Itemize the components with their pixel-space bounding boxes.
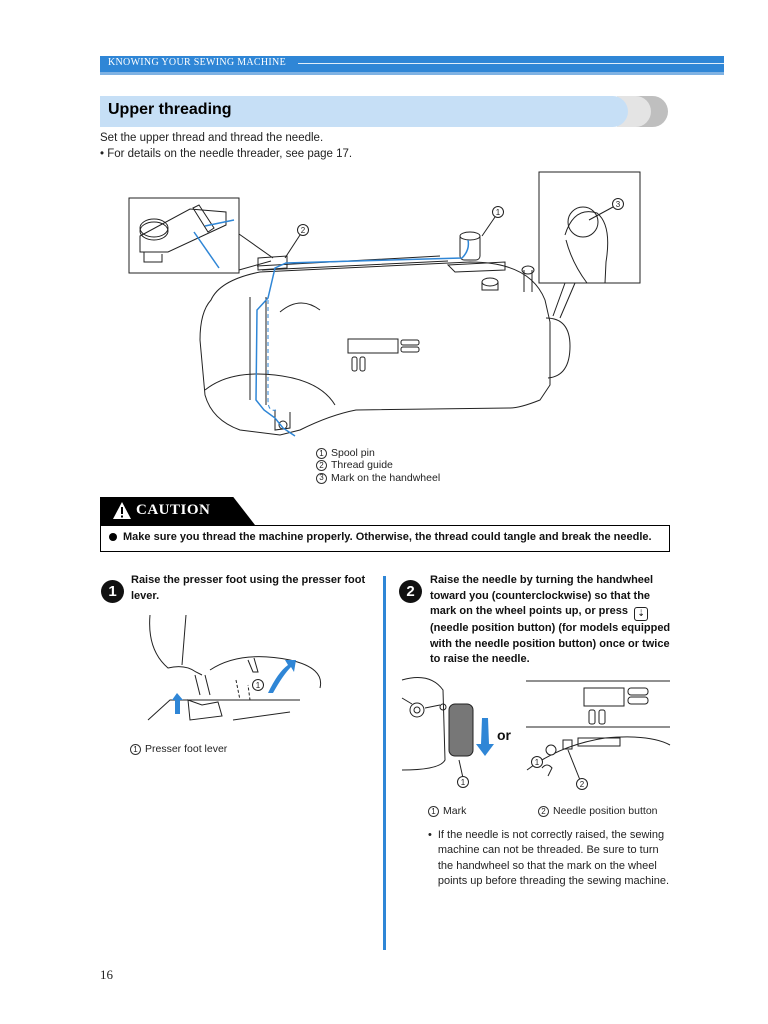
legend-label: Spool pin (331, 447, 375, 459)
column-divider (383, 576, 386, 950)
intro-text: Set the upper thread and thread the need… (100, 130, 352, 162)
note-text: If the needle is not correctly raised, t… (437, 829, 670, 887)
needle-position-figure (526, 680, 671, 790)
step-2-line-5: with the needle position button) once or… (430, 637, 670, 650)
svg-text:3: 3 (616, 200, 621, 209)
thread-guide-inset-spool (139, 221, 169, 241)
mark-legend: 1 Mark (428, 805, 466, 817)
section-title: Upper threading (108, 101, 232, 118)
svg-text:1: 1 (256, 681, 261, 690)
step-2-line-2: toward you (counterclockwise) so that th… (430, 589, 651, 602)
callout-number: 1 (316, 448, 327, 459)
step-2-line-3: mark on the wheel points up, or press ⇣ (430, 604, 670, 621)
thread-path-hidden (267, 300, 277, 411)
legend-label: Thread guide (331, 459, 393, 472)
thread-guide (257, 255, 288, 271)
thread-guide-inset-plate (139, 208, 227, 253)
step-1-line-1: Raise the presser foot using the presser… (131, 574, 366, 586)
callout-number: 2 (316, 460, 327, 472)
intro-line-2: • For details on the needle threader, se… (100, 148, 353, 160)
legend-item-thread-guide: 2 Thread guide (316, 459, 440, 472)
svg-text:2: 2 (580, 780, 585, 789)
step-2-line-6: to raise the needle. (430, 653, 530, 666)
callout-number: 3 (316, 472, 327, 484)
step-2-line-1: Raise the needle by turning the handwhee… (430, 574, 654, 586)
legend-item-spool-pin: 1 Spool pin (316, 447, 440, 459)
header-underline (100, 72, 724, 75)
caution-title: CAUTION (136, 502, 211, 518)
step-2-text: Raise the needle by turning the handwhee… (430, 573, 670, 668)
or-label: or (497, 727, 511, 743)
presser-foot-figure (147, 614, 322, 721)
svg-text:2: 2 (301, 226, 306, 235)
chapter-title: KNOWING YOUR SEWING MACHINE (108, 57, 286, 68)
step-2-badge: 2 (399, 580, 422, 603)
presser-foot-legend: 1 Presser foot lever (130, 743, 227, 755)
callout-number: 1 (130, 744, 141, 755)
legend-label: Presser foot lever (145, 743, 228, 755)
display-panel (347, 338, 399, 354)
caution-message: Make sure you thread the machine properl… (123, 531, 652, 543)
needle-position-legend: 2 Needle position button (538, 805, 658, 817)
svg-text:1: 1 (535, 758, 540, 767)
handwheel-inset-frame (538, 171, 641, 284)
turn-arrow-icon (476, 718, 494, 756)
step-1-line-2: lever. (131, 589, 160, 602)
lever-arrow-icon (268, 660, 296, 693)
needle-position-button-icon: ⇣ (634, 606, 649, 621)
caution-box: Make sure you thread the machine properl… (100, 525, 670, 552)
svg-text:1: 1 (496, 208, 501, 217)
bullet-icon (109, 533, 117, 541)
thread-path (255, 239, 470, 437)
intro-line-1: Set the upper thread and thread the need… (100, 132, 324, 144)
up-arrow-icon (172, 693, 183, 714)
legend-item-handwheel-mark: 3 Mark on the handwheel (316, 472, 440, 484)
legend-label: Mark (443, 805, 467, 817)
chapter-header: KNOWING YOUR SEWING MACHINE (100, 56, 724, 72)
note-bullet: • (428, 829, 432, 841)
step-1-text: Raise the presser foot using the presser… (131, 573, 365, 604)
section-heading-bar: Upper threading (100, 96, 628, 127)
legend-label: Mark on the handwheel (331, 471, 441, 484)
caution-header: CAUTION (100, 497, 255, 525)
handwheel-figure (401, 677, 474, 788)
warning-icon (113, 502, 131, 519)
svg-text:1: 1 (461, 778, 466, 787)
handwheel (545, 317, 571, 379)
page-number: 16 (100, 967, 113, 982)
machine-body (199, 261, 551, 436)
main-figure-legend: 1 Spool pin 2 Thread guide 3 Mark on the… (316, 447, 440, 484)
step-1-badge: 1 (101, 580, 124, 603)
note: • If the needle is not correctly raised,… (428, 828, 673, 889)
header-rule (298, 63, 724, 64)
legend-label: Needle position button (553, 805, 658, 817)
step-2-line-4: (needle position button) (for models equ… (430, 621, 671, 634)
